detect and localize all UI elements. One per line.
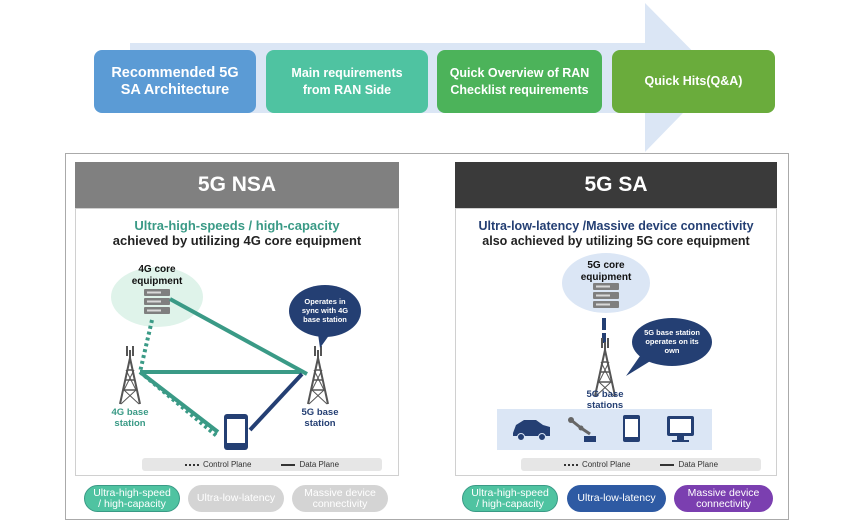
nsa-panel-title: 5G NSA — [75, 162, 399, 208]
sa-pill-massive-connectivity: Massive device connectivity — [674, 485, 773, 512]
nsa-pill-high-speed: Ultra-high-speed / high-capacity — [84, 485, 180, 512]
sa-pill-low-latency: Ultra-low-latency — [567, 485, 666, 512]
sa-panel-title: 5G SA — [455, 162, 777, 208]
phone-sa-icon — [623, 415, 640, 442]
sa-heading-line2: also achieved by utilizing 5G core equip… — [482, 234, 750, 248]
control-plane-swatch — [184, 463, 199, 466]
nsa-core-label: 4G core equipment — [131, 264, 183, 287]
nsa-heading-line1: Ultra-high-speeds / high-capacity — [134, 218, 340, 233]
sa-legend-control: Control Plane — [581, 460, 631, 469]
nsa-legend-data: Data Plane — [299, 460, 340, 469]
nsa-legend-control: Control Plane — [202, 460, 252, 469]
sa-legend: Control Plane Data Plane — [521, 458, 761, 471]
step-main-requirements[interactable]: Main requirements from RAN Side — [266, 50, 428, 113]
nsa-heading-line2: achieved by utilizing 4G core equipment — [112, 233, 362, 248]
data-plane-swatch — [281, 463, 296, 466]
tower-5g-nsa-icon — [307, 345, 329, 405]
sa-legend-data: Data Plane — [678, 460, 719, 469]
nsa-pill-low-latency: Ultra-low-latency — [188, 485, 284, 512]
phone-nsa-icon — [224, 414, 248, 450]
sa-heading-line1: Ultra-low-latency /Massive device connec… — [478, 219, 754, 233]
robot-arm-icon — [568, 417, 596, 442]
nsa-bubble-text: Operates in sync with 4G base station — [301, 297, 349, 324]
nsa-pill-massive-connectivity: Massive device connectivity — [292, 485, 388, 512]
step-quick-hits[interactable]: Quick Hits(Q&A) — [612, 50, 775, 113]
nsa-speech-bubble-icon — [289, 285, 361, 348]
sa-pill-high-speed: Ultra-high-speed / high-capacity — [462, 485, 558, 512]
nsa-4g-station-label: 4G base station — [111, 407, 149, 429]
step-recommended-sa-architecture[interactable]: Recommended 5G SA Architecture — [94, 50, 256, 113]
tower-5g-sa-icon — [594, 337, 616, 397]
sa-speech-bubble-icon — [626, 318, 712, 376]
control-plane-swatch — [563, 463, 578, 466]
sa-5g-station-label: 5G base stations — [586, 389, 624, 411]
sa-bubble-text: 5G base station operates on its own — [644, 328, 700, 355]
sa-core-icon — [562, 253, 650, 313]
car-icon — [513, 420, 550, 441]
monitor-icon — [667, 416, 694, 442]
data-plane-swatch — [660, 463, 675, 466]
step-checklist-overview[interactable]: Quick Overview of RAN Checklist requirem… — [437, 50, 602, 113]
nsa-5g-station-label: 5G base station — [301, 407, 339, 429]
sa-core-label: 5G core equipment — [580, 260, 632, 283]
nsa-legend: Control Plane Data Plane — [142, 458, 382, 471]
nsa-core-icon — [111, 267, 203, 327]
tower-4g-icon — [119, 345, 141, 405]
